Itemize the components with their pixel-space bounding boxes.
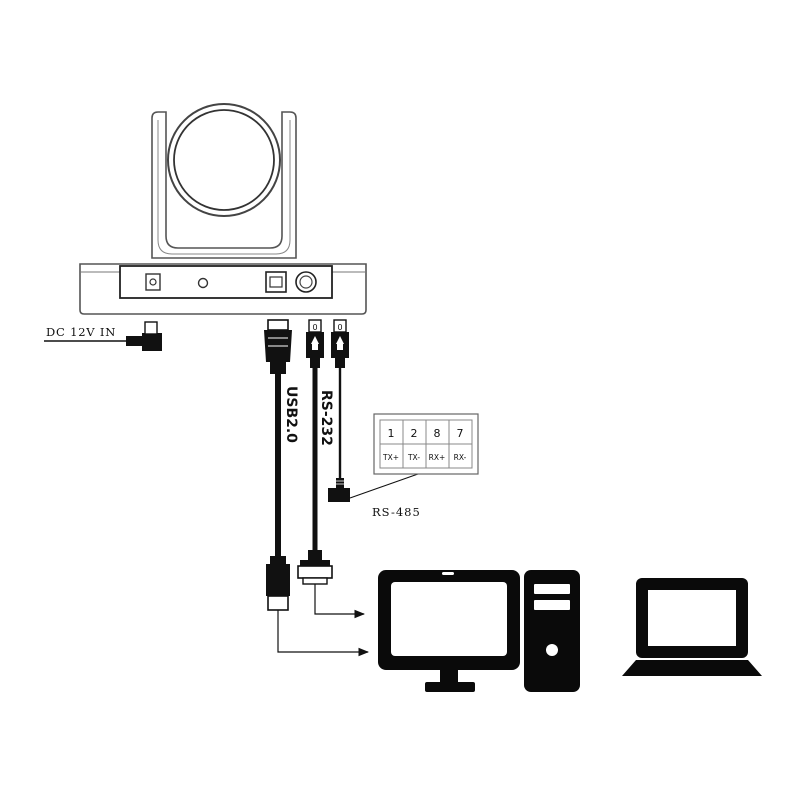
laptop-icon bbox=[622, 578, 762, 676]
usb-label: USB2.0 bbox=[283, 386, 299, 443]
pin-number: 1 bbox=[388, 427, 395, 440]
pin-number: 2 bbox=[411, 427, 418, 440]
pin-signal: TX- bbox=[407, 453, 420, 462]
terminal-plug-icon bbox=[328, 478, 350, 502]
rs485-cable: 0 RS-485 bbox=[328, 319, 421, 519]
usb-a-plug-icon bbox=[266, 556, 290, 611]
usb-b-plug-icon bbox=[264, 319, 292, 374]
dc-power-input: DC 12V IN bbox=[44, 321, 162, 351]
pin-signal: RX+ bbox=[429, 453, 446, 462]
rs232-label: RS-232 bbox=[318, 390, 334, 446]
desktop-computer-icon bbox=[378, 570, 580, 692]
db9-connector-icon bbox=[297, 550, 333, 585]
usb-cable: USB2.0 bbox=[264, 319, 370, 657]
pin-number: 8 bbox=[434, 427, 441, 440]
rs485-label: RS-485 bbox=[372, 505, 421, 519]
ptz-camera-icon bbox=[79, 103, 367, 315]
pin-number: 7 bbox=[457, 427, 464, 440]
rs232-cable: 0 RS-232 bbox=[297, 319, 366, 619]
mini-din-plug-icon: 0 bbox=[331, 319, 349, 368]
mini-din-plug-icon: 0 bbox=[306, 319, 324, 368]
dc-input-label: DC 12V IN bbox=[46, 325, 116, 339]
plug-b-mark: 0 bbox=[337, 323, 342, 332]
dc-plug-icon bbox=[126, 321, 162, 351]
rs485-pin-table: 1 2 8 7 TX+ TX- RX+ RX- bbox=[373, 413, 479, 475]
pin-signal: RX- bbox=[454, 453, 467, 462]
plug-a-mark: 0 bbox=[312, 323, 317, 332]
pin-signal: TX+ bbox=[382, 453, 399, 462]
